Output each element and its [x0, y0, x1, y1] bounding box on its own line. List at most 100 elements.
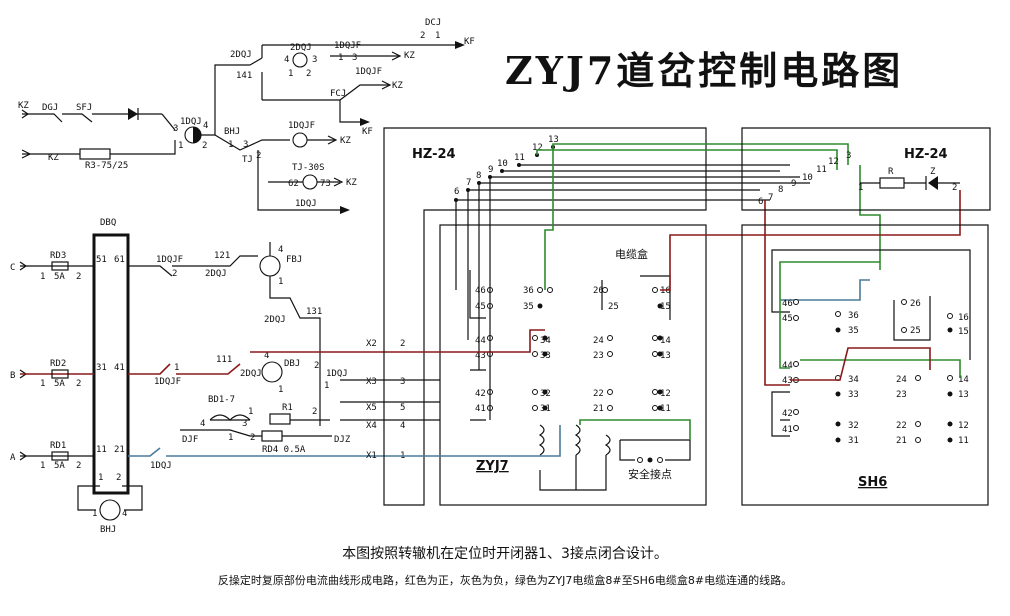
svg-text:11: 11: [816, 165, 827, 175]
dqj1-label: 1DQJ: [180, 117, 202, 127]
svg-text:1DQJ: 1DQJ: [326, 369, 348, 379]
svg-text:2: 2: [202, 141, 207, 151]
svg-text:2: 2: [76, 461, 81, 471]
svg-text:23: 23: [593, 351, 604, 361]
svg-text:RD4 0.5A: RD4 0.5A: [262, 445, 306, 455]
svg-text:KZ: KZ: [346, 178, 357, 188]
svg-text:51: 51: [96, 255, 107, 265]
svg-text:A: A: [10, 453, 16, 463]
svg-text:42: 42: [782, 409, 793, 419]
svg-text:34: 34: [540, 336, 551, 346]
svg-text:1DQJ: 1DQJ: [295, 199, 317, 209]
svg-text:61: 61: [114, 255, 125, 265]
svg-text:RD3: RD3: [50, 251, 66, 261]
svg-text:15: 15: [660, 302, 671, 312]
svg-text:2DQJ: 2DQJ: [264, 315, 286, 325]
svg-text:42: 42: [475, 389, 486, 399]
svg-text:X1: X1: [366, 451, 377, 461]
svg-text:45: 45: [475, 302, 486, 312]
svg-text:8: 8: [778, 185, 783, 195]
svg-text:16: 16: [660, 286, 671, 296]
svg-text:X3: X3: [366, 377, 377, 387]
svg-text:131: 131: [306, 307, 322, 317]
svg-text:5A: 5A: [54, 461, 65, 471]
sh6-outline: [741, 224, 989, 506]
svg-text:2: 2: [952, 183, 957, 193]
svg-text:7: 7: [768, 193, 773, 203]
svg-text:1: 1: [324, 381, 329, 391]
svg-text:2DQJ: 2DQJ: [290, 43, 312, 53]
svg-text:1: 1: [278, 385, 283, 395]
svg-text:22: 22: [896, 421, 907, 431]
svg-text:1: 1: [248, 407, 253, 417]
svg-text:1: 1: [40, 379, 45, 389]
relay-1dqjf-icon: [292, 132, 308, 148]
svg-text:13: 13: [548, 135, 559, 145]
sh6-section: HZ-24 1 2 3 6 7 8 9 10 11 12 R Z SH6 46 …: [741, 127, 991, 506]
svg-text:21: 21: [896, 436, 907, 446]
svg-text:2: 2: [76, 272, 81, 282]
svg-text:1DQJF: 1DQJF: [288, 121, 315, 131]
hz-left-pins: 6 7 8 9 10 11 12 13: [454, 135, 810, 420]
svg-text:24: 24: [896, 375, 907, 385]
hz24-left-label: HZ-24: [412, 147, 456, 162]
svg-text:2: 2: [250, 433, 255, 443]
svg-text:DBJ: DBJ: [284, 359, 300, 369]
svg-text:31: 31: [848, 436, 859, 446]
svg-text:B: B: [10, 371, 15, 381]
relay-bhj-bottom-icon: [99, 499, 121, 521]
relay-dbj-icon: [261, 361, 283, 383]
svg-text:22: 22: [593, 389, 604, 399]
svg-text:TJ-30S: TJ-30S: [292, 163, 325, 173]
svg-text:7: 7: [466, 178, 471, 188]
svg-text:KZ: KZ: [404, 51, 415, 61]
terminal-block: X2 X3 X5 X4 X1 2 3 5 4 1 HZ-24: [340, 127, 707, 506]
svg-text:141: 141: [236, 71, 252, 81]
relay-fbj-icon: [259, 255, 281, 277]
svg-text:R: R: [888, 167, 894, 177]
svg-text:8: 8: [476, 171, 481, 181]
svg-text:3: 3: [846, 151, 851, 161]
svg-text:1: 1: [278, 277, 283, 287]
svg-text:1: 1: [40, 461, 45, 471]
svg-text:电缆盒: 电缆盒: [615, 247, 648, 261]
svg-text:121: 121: [214, 251, 230, 261]
svg-text:36: 36: [848, 311, 859, 321]
svg-text:DCJ: DCJ: [425, 18, 441, 28]
svg-text:14: 14: [660, 336, 671, 346]
diode-icon: [128, 108, 138, 120]
svg-text:4: 4: [203, 121, 208, 131]
page-title: ZYJ7道岔控制电路图: [505, 48, 904, 93]
note-design-basis: 本图按照转辙机在定位时开闭器1、3接点闭合设计。: [342, 546, 668, 562]
relay-tj30s-icon: [302, 174, 318, 190]
svg-text:X5: X5: [366, 403, 377, 413]
r3-resistor: [79, 148, 111, 160]
svg-text:12: 12: [958, 421, 969, 431]
svg-text:KZ: KZ: [340, 136, 351, 146]
svg-text:41: 41: [475, 404, 486, 414]
svg-text:1: 1: [174, 363, 179, 373]
svg-text:41: 41: [114, 363, 125, 373]
svg-text:2: 2: [256, 151, 261, 161]
top-control-circuit: KZ DGJ SFJ KZ R3-75/25 1DQJ 3 4 1 2 2DQJ…: [18, 18, 475, 214]
svg-text:16: 16: [958, 313, 969, 323]
sfj-label: SFJ: [76, 103, 92, 113]
svg-text:2: 2: [314, 361, 319, 371]
r3-label: R3-75/25: [85, 161, 128, 171]
svg-text:15: 15: [958, 327, 969, 337]
svg-text:4: 4: [400, 421, 405, 431]
svg-text:RD2: RD2: [50, 359, 66, 369]
svg-text:25: 25: [608, 302, 619, 312]
svg-text:3: 3: [173, 124, 178, 134]
svg-text:3: 3: [400, 377, 405, 387]
sh6-label: SH6: [858, 475, 887, 490]
kz-label: KZ: [18, 101, 29, 111]
svg-text:35: 35: [523, 302, 534, 312]
svg-text:BHJ: BHJ: [224, 127, 240, 137]
dgj-label: DGJ: [42, 103, 58, 113]
svg-text:R1: R1: [282, 403, 293, 413]
svg-text:3: 3: [243, 140, 248, 150]
svg-text:10: 10: [802, 173, 813, 183]
svg-text:1: 1: [92, 509, 97, 519]
